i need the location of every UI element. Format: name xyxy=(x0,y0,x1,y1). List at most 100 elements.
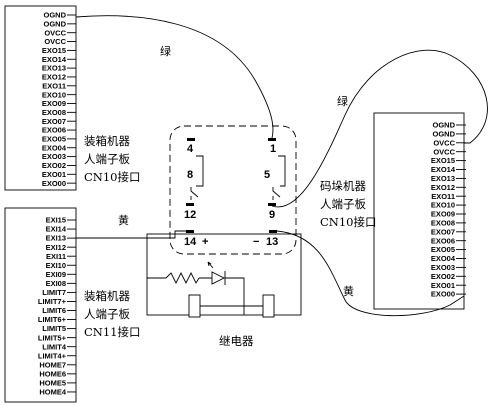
cn11-left-pin-label: LIMIT7+ xyxy=(38,297,67,306)
board-cn10-right-title-line1: 码垛机器 xyxy=(320,179,366,193)
cn10-right-pin-label: OGND xyxy=(433,121,456,130)
cn10-right-pin-label: EXO07 xyxy=(431,227,455,236)
cn11-left-pin-label: EXI14 xyxy=(46,225,67,234)
terminal-13-pad xyxy=(269,230,277,233)
cn11-left-pin-label: HOME6 xyxy=(39,369,66,378)
board-cn10-right-pins: OGNDOGNDOVCCOVCCEXO15EXO14EXO13EXO12EXO1… xyxy=(431,121,466,299)
contact-right-wiring xyxy=(278,155,286,187)
cn10-left-pin-label: EXO06 xyxy=(42,126,66,135)
cn10-right-pin-label: OVCC xyxy=(433,138,455,147)
board-cn11-left: EXI15EXI14EXI13EXI12EXI11EXI10EXI09EXI08… xyxy=(4,207,141,403)
board-cn10-left-pins: OGNDOGNDOVCCOVCCEXO15EXO14EXO13EXO12EXO1… xyxy=(42,11,76,188)
terminal-14-plus: + xyxy=(202,236,208,248)
contact-left-switch xyxy=(190,187,199,200)
board-cn10-right: OGNDOGNDOVCCOVCCEXO15EXO14EXO13EXO12EXO1… xyxy=(320,112,466,310)
cn10-left-pin-label: EXO02 xyxy=(42,161,66,170)
coil-frame xyxy=(146,233,302,316)
cn11-left-pin-label: HOME5 xyxy=(39,379,66,388)
terminal-12-pad xyxy=(186,203,194,206)
cn11-left-pin-label: LIMIT5+ xyxy=(38,333,67,342)
terminal-1-label: 1 xyxy=(270,143,276,155)
board-cn11-left-title-line3: CN11接口 xyxy=(84,325,141,339)
cn10-right-pin-label: OGND xyxy=(433,130,456,139)
cn10-right-pin-label: EXO03 xyxy=(431,263,455,272)
wire-yellow-1-label: 黄 xyxy=(118,213,129,227)
board-cn10-right-frame xyxy=(373,112,465,310)
cn10-left-pin-label: OVCC xyxy=(44,28,66,37)
cn10-left-pin-label: EXO12 xyxy=(42,73,66,82)
cn10-left-pin-label: EXO07 xyxy=(42,117,66,126)
cn10-left-pin-label: EXO03 xyxy=(42,152,66,161)
coil-circuit xyxy=(146,233,302,318)
terminal-14-label: 14 xyxy=(184,236,197,248)
cn11-left-pin-label: LIMIT7 xyxy=(42,288,66,297)
cn10-left-pin-label: EXO08 xyxy=(42,108,66,117)
cn10-left-pin-label: EXO09 xyxy=(42,99,66,108)
wire-yellow-2 xyxy=(276,230,465,317)
resistor-symbol xyxy=(165,271,200,285)
terminal-14-pad xyxy=(186,230,194,233)
cn11-left-pin-label: LIMIT4 xyxy=(42,342,67,351)
cn10-right-pin-label: EXO12 xyxy=(431,183,455,192)
board-cn10-left: OGNDOGNDOVCCOVCCEXO15EXO14EXO13EXO12EXO1… xyxy=(4,5,141,191)
cn11-left-pin-label: HOME7 xyxy=(39,360,66,369)
cn11-left-pin-label: EXI12 xyxy=(46,243,66,252)
led-emission-arrows xyxy=(207,261,214,269)
board-cn11-left-title-line1: 装箱机器 xyxy=(84,289,130,303)
contact-right-switch xyxy=(272,187,281,200)
relay-outline xyxy=(169,125,297,255)
cn10-left-pin-label: EXO05 xyxy=(42,135,66,144)
board-cn11-left-pins: EXI15EXI14EXI13EXI12EXI11EXI10EXI09EXI08… xyxy=(38,216,76,397)
terminal-8-label: 8 xyxy=(187,169,193,181)
cn10-left-pin-label: EXO04 xyxy=(42,143,67,152)
wire-green-2-label: 绿 xyxy=(337,94,348,108)
cn11-left-pin-label: EXI08 xyxy=(46,279,66,288)
wire-green-1 xyxy=(75,15,274,139)
wire-yellow-2-label: 黄 xyxy=(343,284,354,298)
coil-right xyxy=(262,294,275,318)
cn10-right-pin-label: EXO05 xyxy=(431,245,455,254)
terminal-9-pad xyxy=(268,203,276,206)
board-cn11-left-title-line2: 人端子板 xyxy=(84,307,130,321)
terminal-5-label: 5 xyxy=(264,169,270,181)
relay-module: 4 8 12 1 5 9 14 + − 13 xyxy=(169,125,297,255)
led-symbol xyxy=(211,271,226,285)
cn10-right-pin-label: EXO13 xyxy=(431,174,455,183)
terminal-13-label: 13 xyxy=(266,236,278,248)
cn11-left-pin-label: EXI15 xyxy=(46,216,66,225)
cn11-left-pin-label: EXI13 xyxy=(46,234,66,243)
board-cn10-right-title-line2: 人端子板 xyxy=(320,197,366,211)
terminal-9-label: 9 xyxy=(269,209,275,221)
cn10-left-pin-label: EXO11 xyxy=(42,81,66,90)
cn11-left-pin-label: LIMIT6 xyxy=(42,306,66,315)
cn10-right-pin-label: OVCC xyxy=(433,147,455,156)
cn10-right-pin-label: EXO04 xyxy=(431,254,456,263)
wire-yellow-1 xyxy=(76,230,186,239)
cn10-right-pin-label: EXO00 xyxy=(431,290,455,299)
terminal-4-label: 4 xyxy=(187,143,194,155)
cn10-left-pin-label: EXO13 xyxy=(42,64,66,73)
wire-green-2 xyxy=(271,49,488,208)
cn10-left-pin-label: EXO15 xyxy=(42,46,66,55)
wires xyxy=(75,15,488,317)
terminal-1-pad xyxy=(268,138,276,141)
cn11-left-pin-label: HOME4 xyxy=(39,388,67,397)
cn10-right-pin-label: EXO09 xyxy=(431,210,455,219)
cn11-left-pin-label: LIMIT6+ xyxy=(38,315,67,324)
terminal-13-minus: − xyxy=(253,236,259,248)
cn10-right-pin-label: EXO10 xyxy=(431,201,455,210)
coil-left xyxy=(188,294,201,318)
cn11-left-pin-label: EXI09 xyxy=(46,270,66,279)
board-cn10-right-title-line3: CN10接口 xyxy=(320,215,377,229)
cn10-right-pin-label: EXO14 xyxy=(431,165,456,174)
cn11-left-pin-label: EXI10 xyxy=(46,261,66,270)
cn10-right-pin-label: EXO08 xyxy=(431,219,455,228)
terminal-4-pad xyxy=(187,138,195,141)
cn10-right-pin-label: EXO01 xyxy=(431,281,455,290)
cn11-left-pin-label: LIMIT5 xyxy=(42,324,66,333)
wire-green-1-label: 绿 xyxy=(160,44,171,58)
cn11-left-pin-label: EXI11 xyxy=(46,252,66,261)
cn10-right-pin-label: EXO02 xyxy=(431,272,455,281)
cn10-right-pin-label: EXO11 xyxy=(431,192,455,201)
